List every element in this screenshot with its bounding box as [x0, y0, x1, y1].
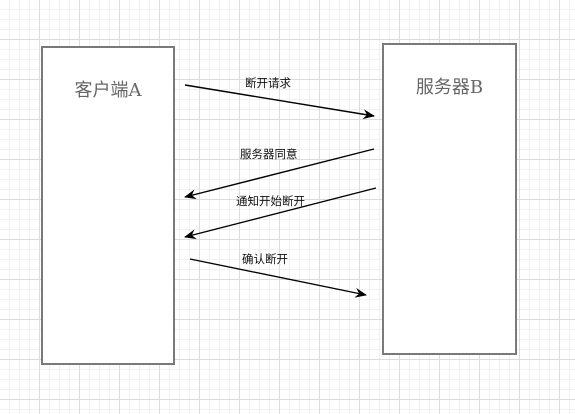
client-a-label: 客户端A — [74, 80, 142, 101]
message-label-confirm-disconnect: 确认断开 — [242, 252, 288, 266]
arrow-server-agree[interactable] — [184, 148, 375, 200]
server-b-box[interactable]: 服务器B — [382, 43, 517, 355]
message-label-server-agree: 服务器同意 — [240, 147, 298, 161]
message-label-disconnect-request: 断开请求 — [245, 76, 291, 90]
client-a-box[interactable]: 客户端A — [41, 46, 175, 365]
arrow-notify-start-disconnect[interactable] — [184, 187, 377, 240]
arrow-disconnect-request[interactable] — [184, 84, 375, 120]
message-label-notify-start-disconnect: 通知开始断开 — [236, 194, 305, 208]
arrow-confirm-disconnect[interactable] — [189, 258, 367, 298]
server-b-label: 服务器B — [415, 77, 484, 98]
